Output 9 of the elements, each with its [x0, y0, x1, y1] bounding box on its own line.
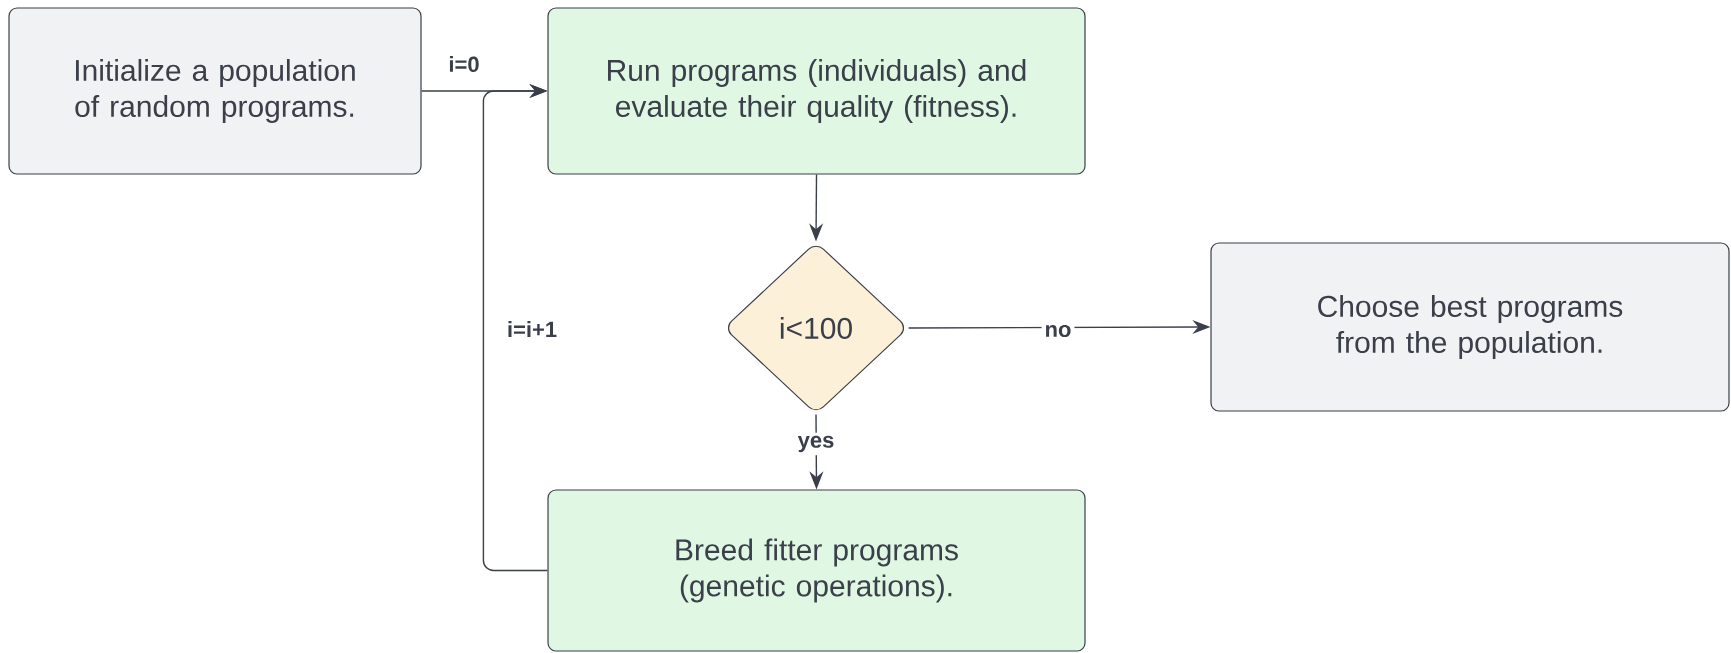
process-box: Breed fitter programs (genetic operations).: [547, 489, 1086, 652]
edge-label: no: [1041, 321, 1075, 341]
edge-label: i=i+1: [508, 321, 557, 337]
process-box: Choose best programs from the population.: [1210, 242, 1730, 412]
edge-label: yes: [794, 432, 838, 456]
arrow: [482, 83, 549, 572]
process-box: Run programs (individuals) and evaluate their quality (fitness).: [547, 7, 1086, 175]
edge-label: i=0: [449, 55, 479, 73]
process-box: Initialize a population of random programs.: [8, 7, 422, 175]
